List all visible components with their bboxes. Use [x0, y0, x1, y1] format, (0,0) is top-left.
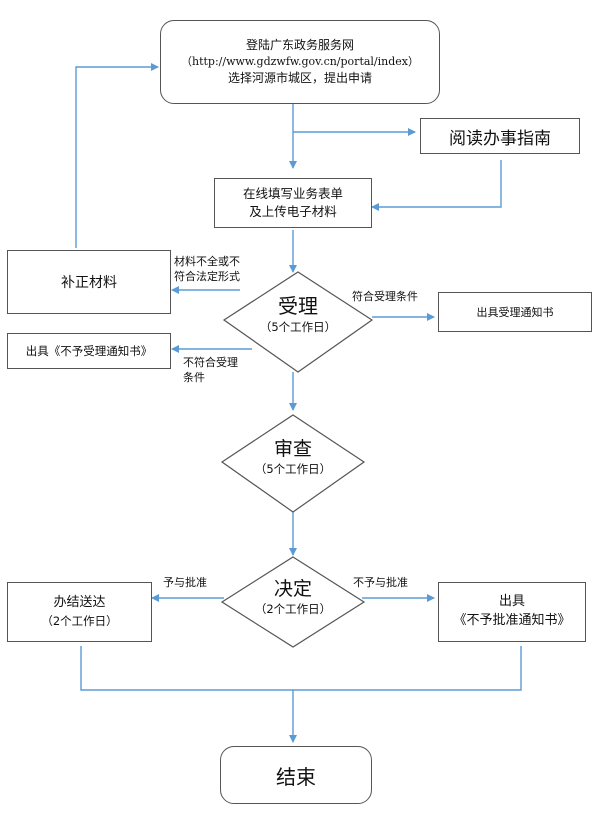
guide-label: 阅读办事指南: [449, 128, 551, 149]
label-not-meet: 不符合受理 条件: [183, 356, 238, 386]
rejection-notice-label: 出具《不予受理通知书》: [25, 344, 153, 358]
start-apply-node: 登陆广东政务服务网 （http://www.gdzwfw.gov.cn/port…: [160, 20, 440, 104]
label-incomplete-line2: 符合法定形式: [174, 269, 240, 283]
denial-line2: 《不予批准通知书》: [453, 613, 571, 628]
deliver-line1: 办结送达: [53, 595, 106, 611]
fill-form-node: 在线填写业务表单 及上传电子材料: [214, 178, 372, 228]
label-not-meet-line1: 不符合受理: [183, 356, 238, 369]
label-incomplete: 材料不全或不 符合法定形式: [174, 255, 240, 285]
label-deny: 不予与批准: [353, 576, 408, 589]
decide-title: 决定: [273, 578, 312, 600]
review-diamond: [220, 414, 366, 513]
label-incomplete-line1: 材料不全或不: [174, 255, 240, 268]
end-label: 结束: [276, 764, 316, 789]
acceptance-notice-label: 出具受理通知书: [476, 306, 554, 319]
deliver-node: 办结送达 （2个工作日）: [7, 582, 152, 642]
edge-deliver-merge: [80, 646, 522, 691]
edge-correct-to-start: [75, 63, 159, 248]
review-node: 审查 （5个工作日）: [229, 434, 357, 477]
accept-title: 受理: [278, 294, 318, 318]
edge-guide-to-fill: [371, 160, 502, 211]
denial-notice-node: 出具 《不予批准通知书》: [438, 582, 586, 642]
start-line3: 选择河源市城区，提出申请: [227, 70, 372, 85]
label-approve: 予与批准: [163, 576, 207, 589]
fill-line2: 及上传电子材料: [249, 204, 337, 219]
review-duration: （5个工作日）: [254, 462, 332, 476]
denial-line1: 出具: [498, 594, 525, 610]
decide-node: 决定 （2个工作日）: [229, 574, 357, 617]
label-not-meet-line2: 条件: [183, 370, 205, 384]
fill-line1: 在线填写业务表单: [242, 185, 343, 201]
start-line1: 登陆广东政务服务网: [245, 37, 354, 52]
read-guide-node: 阅读办事指南: [420, 118, 580, 154]
end-node: 结束: [220, 746, 372, 804]
rejection-notice-node: 出具《不予受理通知书》: [7, 333, 171, 369]
correct-label: 补正材料: [61, 275, 117, 291]
accept-diamond: [222, 271, 374, 373]
accept-duration: （5个工作日）: [259, 320, 337, 334]
acceptance-notice-node: 出具受理通知书: [438, 292, 592, 332]
label-meets-conditions: 符合受理条件: [352, 290, 418, 303]
accept-node: 受理 （5个工作日）: [234, 290, 362, 335]
portal-url: （http://www.gdzwfw.gov.cn/portal/index）: [181, 55, 419, 69]
decide-diamond: [220, 556, 366, 648]
correct-materials-node: 补正材料: [7, 250, 171, 314]
decide-duration: （2个工作日）: [254, 602, 332, 616]
deliver-line2: （2个工作日）: [41, 614, 118, 629]
review-title: 审查: [273, 438, 312, 460]
